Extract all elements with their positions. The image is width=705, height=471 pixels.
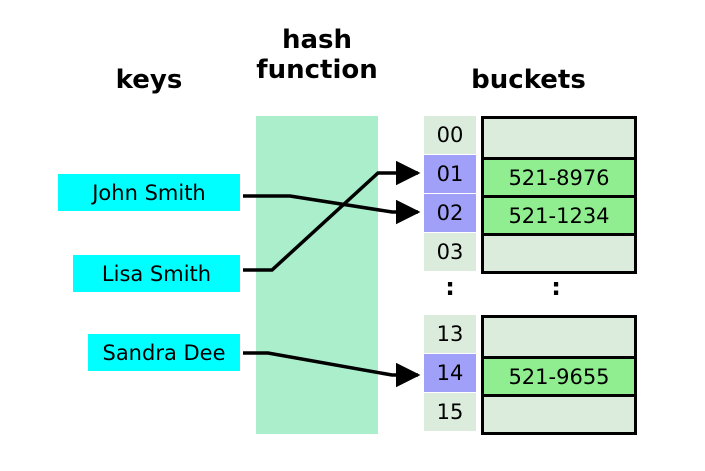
index-ellipsis: : (445, 273, 455, 301)
hash-function-band (256, 116, 378, 434)
bucket-value-03 (484, 233, 634, 271)
key-box-sandra-dee: Sandra Dee (88, 334, 240, 371)
bucket-value-14: 521-9655 (484, 356, 634, 394)
hash-function-column-heading: hash function (256, 25, 378, 85)
bucket-index-13: 13 (424, 315, 476, 353)
bucket-index-15: 15 (424, 393, 476, 431)
buckets-column-heading: buckets (471, 65, 586, 95)
bucket-table-bottom: 521-9655 (481, 315, 637, 435)
bucket-index-14: 14 (424, 354, 476, 392)
bucket-value-13 (484, 318, 634, 356)
bucket-value-00 (484, 119, 634, 157)
value-ellipsis: : (551, 273, 561, 301)
bucket-value-01: 521-8976 (484, 157, 634, 195)
bucket-index-00: 00 (424, 116, 476, 154)
bucket-table-top: 521-8976 521-1234 (481, 116, 637, 274)
hash-function-heading-line2: function (256, 55, 378, 85)
bucket-value-15 (484, 394, 634, 432)
keys-column-heading: keys (115, 65, 183, 95)
bucket-value-02: 521-1234 (484, 195, 634, 233)
bucket-index-02: 02 (424, 194, 476, 232)
hash-function-heading-line1: hash (281, 25, 353, 55)
bucket-index-01: 01 (424, 155, 476, 193)
bucket-index-03: 03 (424, 233, 476, 271)
key-box-john-smith: John Smith (58, 174, 240, 211)
key-box-lisa-smith: Lisa Smith (73, 255, 240, 292)
